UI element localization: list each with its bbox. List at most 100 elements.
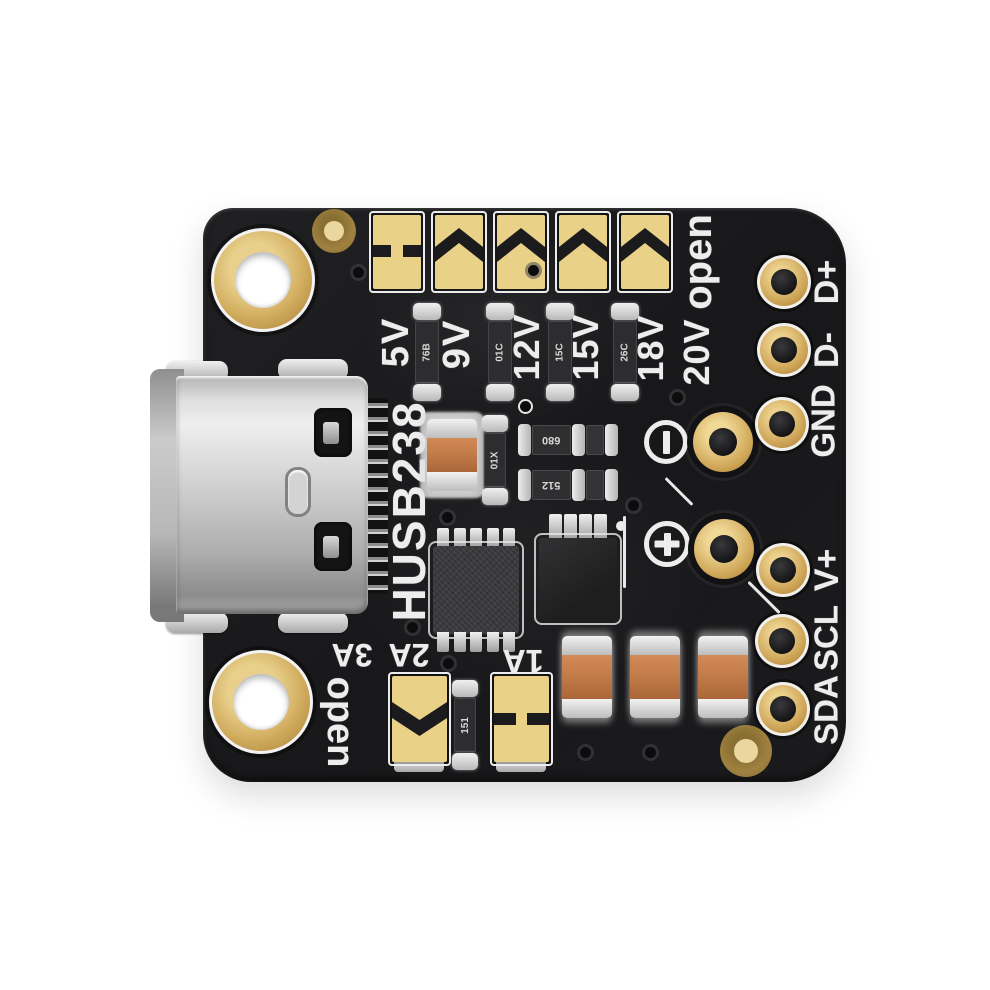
solder-blob (413, 303, 441, 320)
resistor-code: 512 (542, 479, 561, 491)
resistor-76b: 76B (412, 303, 442, 401)
pin-dplus (757, 255, 811, 309)
resistor-body: 512 (532, 470, 571, 500)
gold-pad-core (734, 739, 758, 763)
capacitor-terminal (630, 636, 680, 655)
resistor-680: 680 (518, 423, 618, 457)
ic-pin (594, 514, 607, 540)
pin-bore (770, 696, 796, 722)
resistor-26c: 26C (610, 303, 640, 401)
capacitor-terminal (630, 699, 680, 718)
solder-blob (605, 424, 618, 456)
mounting-hole-bore (235, 252, 291, 308)
capacitor-dielectric (698, 655, 748, 699)
solder-blob (546, 303, 574, 320)
jumper-bridge-open-graphic (392, 676, 447, 762)
solder-blob (413, 384, 441, 401)
ic-pin (437, 632, 449, 652)
jumper-bridge-closed-graphic (494, 676, 549, 762)
jumper-pad-15v (555, 211, 611, 293)
ic-pin (564, 514, 577, 540)
solder-blob (486, 384, 514, 401)
capacitor-dielectric (562, 655, 612, 699)
solder-blob (611, 303, 639, 320)
pin-gnd (755, 397, 809, 451)
label-5v: 5V (375, 316, 417, 368)
label-dplus: D+ (808, 259, 846, 305)
resistor-body: 151 (454, 698, 476, 752)
resistor-body (586, 470, 604, 500)
ic-pins-top (430, 528, 522, 548)
label-20v: 20V (676, 318, 717, 386)
label-gnd: GND (804, 384, 842, 458)
resistor-body: 680 (532, 425, 571, 455)
solder-blob (518, 469, 531, 501)
via (645, 747, 656, 758)
ic-pin (503, 528, 515, 548)
silk-line (623, 516, 626, 588)
via (407, 622, 418, 633)
label-2a: 2A (388, 637, 430, 673)
mounting-hole-bottom-left (209, 650, 313, 754)
solder-blob (605, 469, 618, 501)
label-scl: SCL (807, 605, 845, 671)
resistor-151: 151 (451, 680, 479, 770)
resistor-code: 15C (554, 342, 566, 362)
jumper-pad-9v (431, 211, 487, 293)
vplus-through-hole (694, 519, 754, 579)
resistor-code: 01C (494, 342, 506, 362)
via (520, 401, 531, 412)
solder-blob (486, 303, 514, 320)
label-sda: SDA (807, 675, 845, 745)
usb-contact (323, 422, 339, 444)
via (442, 512, 453, 523)
through-hole-bore (709, 428, 737, 456)
usb-shell-center-slot (285, 467, 311, 517)
capacitor-bottom-1 (562, 636, 612, 718)
ic-pin (579, 514, 592, 540)
mounting-hole-top-left (211, 228, 315, 332)
solder-blob (482, 415, 508, 432)
resistor-code: 01X (489, 451, 501, 469)
resistor-code: 76B (421, 342, 433, 362)
ic-pin (549, 514, 562, 540)
jumper-bridge-open-graphic (497, 215, 545, 289)
resistor-15c: 15C (545, 303, 575, 401)
gnd-through-hole (693, 412, 753, 472)
ic-pins-bottom (430, 632, 522, 652)
pin1-marker-dot (616, 521, 626, 531)
label-vplus: V+ (808, 548, 846, 592)
resistor-code: 151 (459, 716, 471, 734)
resistor-body: 76B (415, 321, 439, 383)
capacitor-top (427, 419, 477, 491)
jumper-pad-18v (617, 211, 673, 293)
ic-pins-top (542, 514, 614, 540)
resistor-body (586, 425, 604, 455)
ic-package-body (534, 533, 622, 625)
jumper-pad-1a (490, 672, 553, 766)
pin-bore (769, 411, 795, 437)
jumper-pad-5v (369, 211, 425, 293)
capacitor-dielectric (630, 655, 680, 699)
label-3a: 3A (331, 637, 373, 673)
resistor-code: 26C (619, 342, 631, 362)
ic-pin (470, 528, 482, 548)
pin-vplus (756, 543, 810, 597)
usb-shell-slot-bottom (314, 522, 352, 571)
solder-blob (572, 424, 585, 456)
solder-blob (482, 488, 508, 505)
jumper-bridge-open-graphic (559, 215, 607, 289)
ic-pin (437, 528, 449, 548)
jumper-pad-2a (388, 672, 451, 766)
usb-smt-legs (366, 398, 388, 594)
plus-horizontal-bar (654, 540, 680, 548)
gold-pad-core (324, 221, 344, 241)
resistor-body: 01X (484, 433, 506, 487)
via (628, 500, 639, 511)
solder-blob (546, 384, 574, 401)
plus-icon (644, 521, 690, 567)
solder-blob (572, 469, 585, 501)
capacitor-terminal (698, 699, 748, 718)
via (443, 658, 454, 669)
